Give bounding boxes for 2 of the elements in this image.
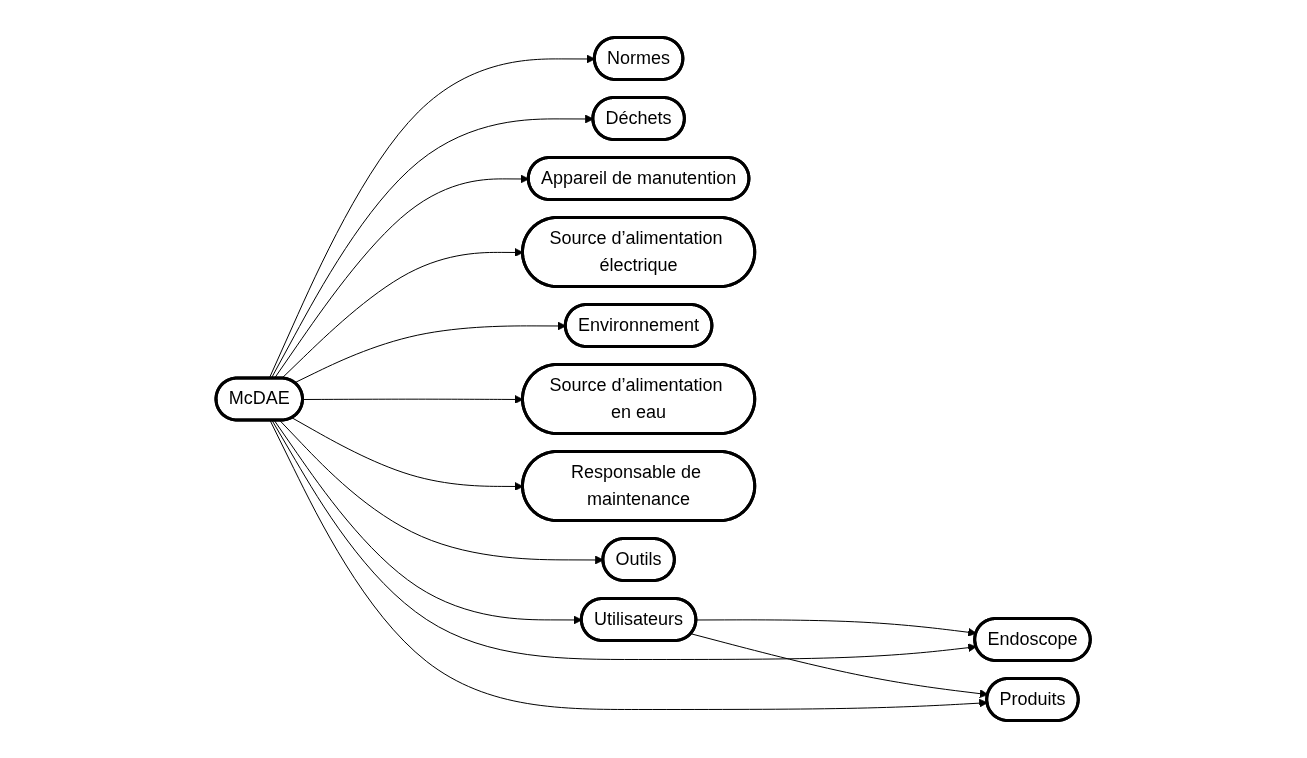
arrow xyxy=(270,420,989,710)
arrow xyxy=(691,633,989,698)
